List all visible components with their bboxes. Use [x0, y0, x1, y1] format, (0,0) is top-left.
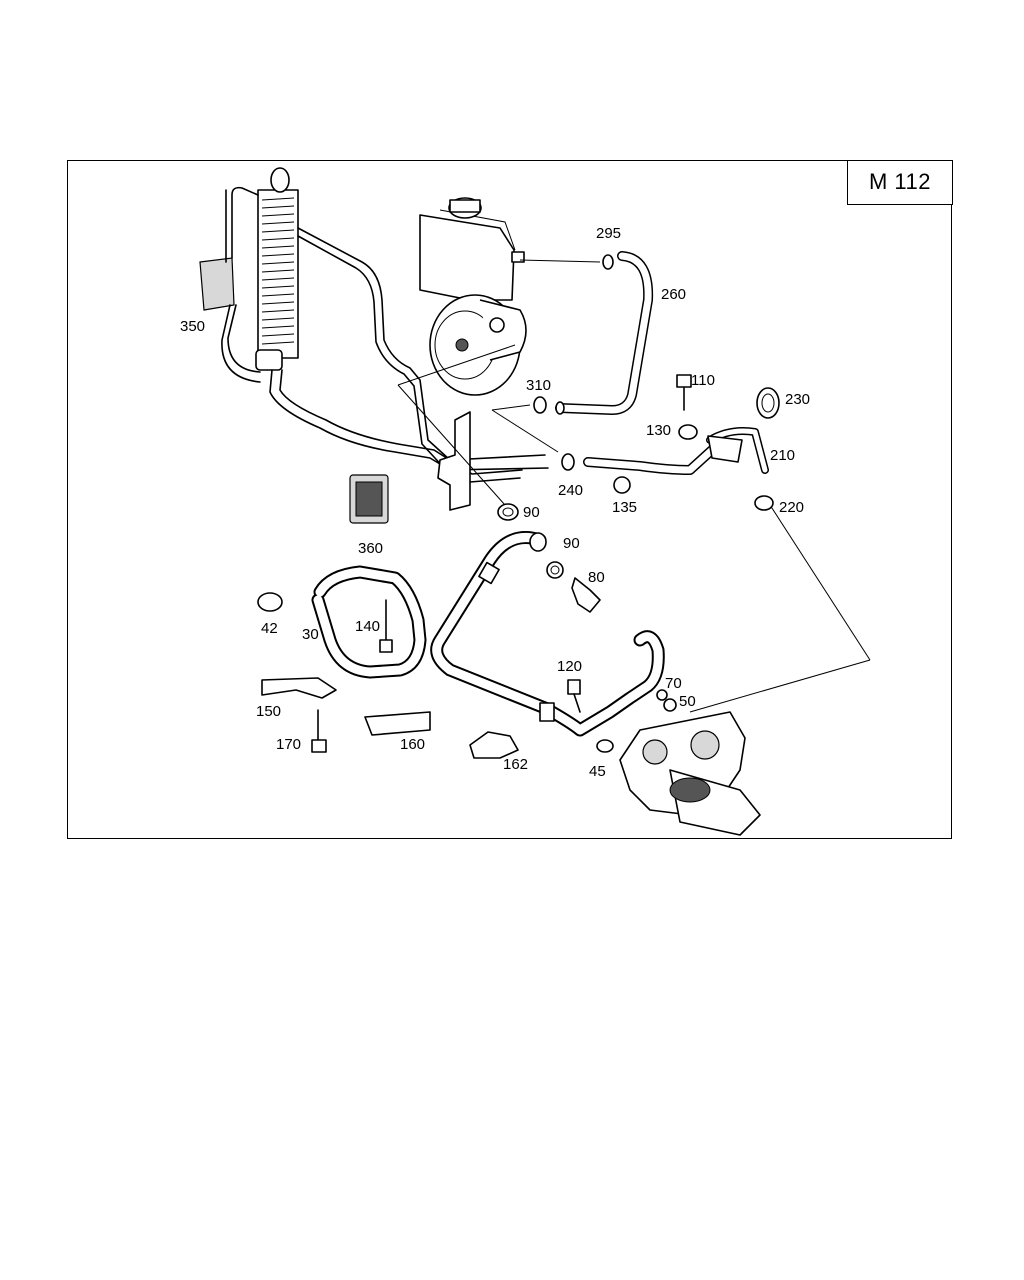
callout-90-upper: 90: [523, 504, 540, 521]
callout-162: 162: [503, 756, 528, 773]
callout-210: 210: [770, 447, 795, 464]
leader-lines: [397, 259, 871, 713]
callout-170: 170: [276, 736, 301, 753]
callout-360: 360: [358, 540, 383, 557]
callout-295: 295: [596, 225, 621, 242]
callout-230: 230: [785, 391, 810, 408]
pressure-hose-drawing: [311, 531, 665, 737]
engine-code-badge: M 112: [847, 159, 953, 205]
callout-110: 110: [691, 372, 715, 389]
callout-160: 160: [400, 736, 425, 753]
callout-labels: 295 260 350 310 110 230 130 210 240 135 …: [180, 225, 810, 780]
oil-cooler-drawing: [199, 167, 549, 483]
callout-140: 140: [355, 618, 380, 635]
callout-50: 50: [679, 693, 696, 710]
callout-220: 220: [779, 499, 804, 516]
return-hose-drawing: [583, 427, 769, 475]
callout-120: 120: [557, 658, 582, 675]
callout-70: 70: [665, 675, 682, 692]
callout-30: 30: [302, 626, 319, 643]
callout-135: 135: [612, 499, 637, 516]
callout-240: 240: [558, 482, 583, 499]
suction-hose-drawing: [555, 251, 654, 415]
steering-gear-drawing: [619, 711, 761, 836]
fitting-parts-drawing: [257, 254, 780, 759]
callout-42: 42: [261, 620, 278, 637]
callout-80: 80: [588, 569, 605, 586]
callout-350: 350: [180, 318, 205, 335]
callout-90-lower: 90: [563, 535, 580, 552]
callout-130: 130: [646, 422, 671, 439]
callout-260: 260: [661, 286, 686, 303]
callout-45: 45: [589, 763, 606, 780]
reservoir-and-pump-drawing: [419, 197, 527, 511]
callout-150: 150: [256, 703, 281, 720]
callout-310: 310: [526, 377, 551, 394]
